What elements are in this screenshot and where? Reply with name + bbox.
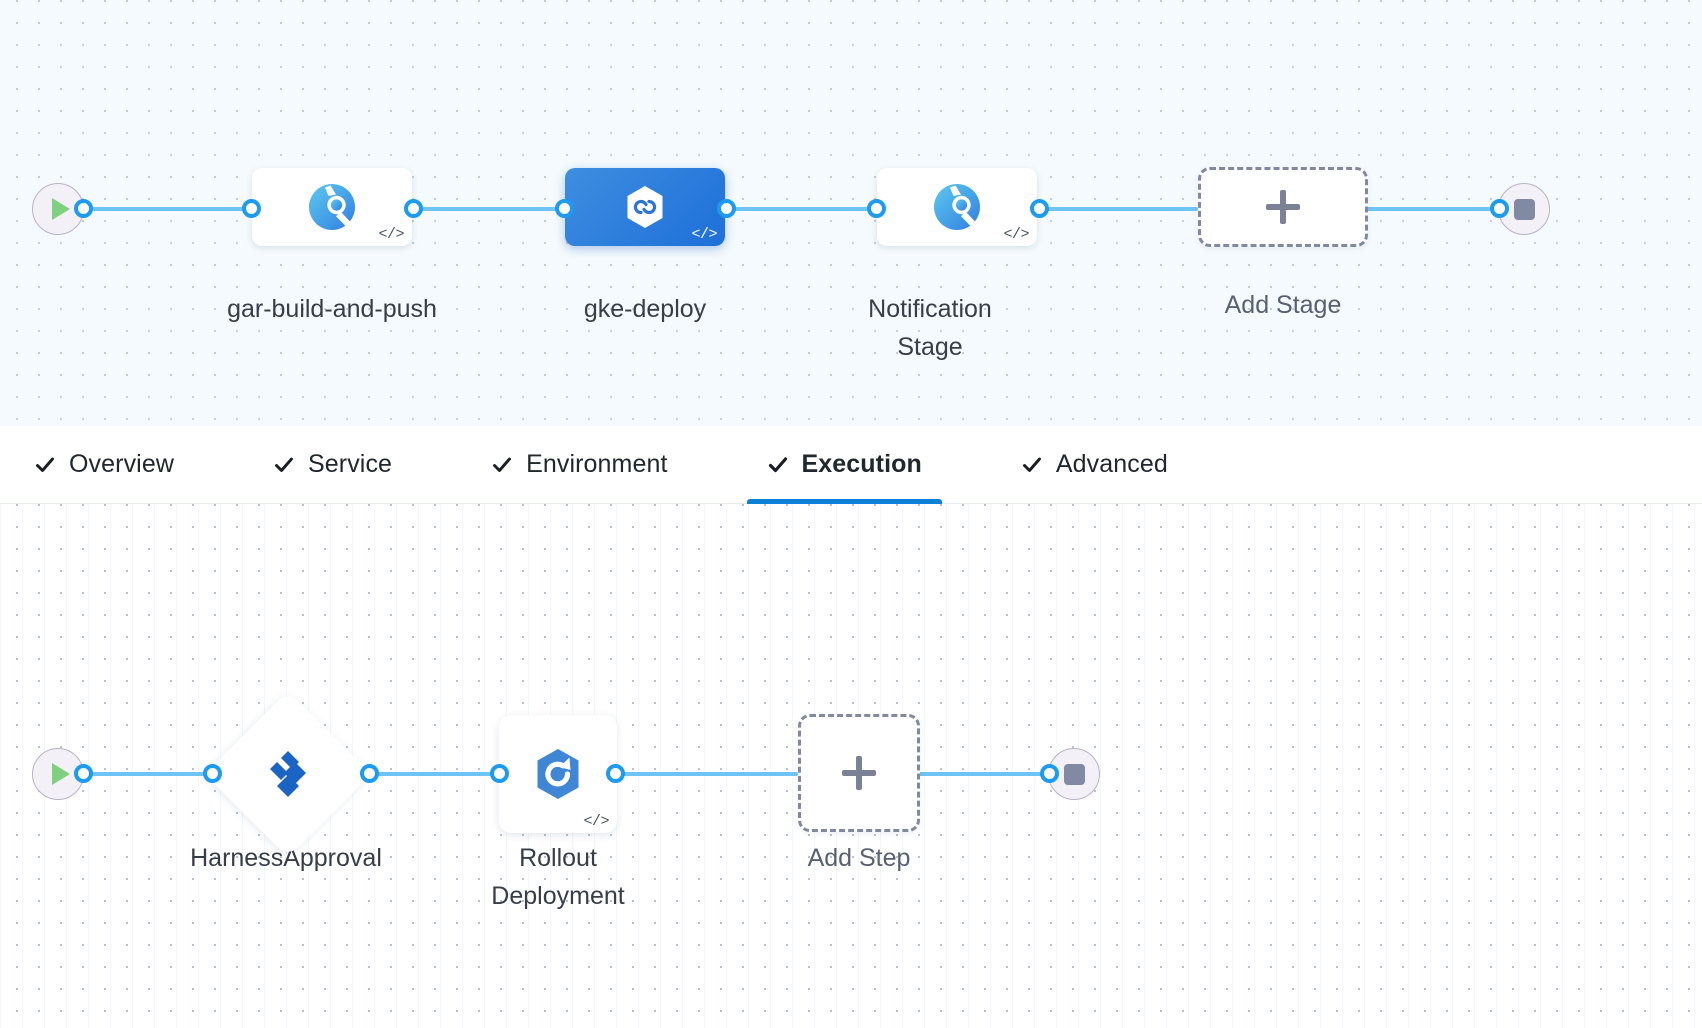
port-stage1-out[interactable] [404,199,423,218]
check-icon [36,457,54,472]
gke-hexagon-icon [627,186,663,228]
port-start-out[interactable] [74,199,93,218]
tab-service[interactable]: Service [263,426,402,504]
stage-node-gar-build-and-push[interactable]: </> [252,168,412,246]
edge-step1-to-step2 [372,772,512,776]
port-step1-in[interactable] [203,764,222,783]
edge-stage3-to-addstage [1018,207,1198,211]
port-stage2-in[interactable] [555,199,574,218]
stage1-code-badge[interactable]: </> [378,226,404,243]
port-stage3-out[interactable] [1030,199,1049,218]
stage-label-gar-build-and-push: gar-build-and-push [227,295,437,323]
stage-config-tabs[interactable]: Overview Service Environment Execution A… [0,426,1702,504]
stage-label-notification-stage: Notification Stage [868,295,992,361]
port-stage2-out[interactable] [717,199,736,218]
edge-stage1-to-stage2 [392,207,568,211]
port-exec-end-in[interactable] [1040,764,1059,783]
port-stage1-in[interactable] [242,199,261,218]
check-icon [275,457,293,472]
edge-start-to-step1 [82,772,230,776]
stage-node-notification-stage[interactable]: </> [877,168,1037,246]
step-label-rollout-deployment: Rollout Deployment [491,844,625,910]
tab-advanced[interactable]: Advanced [1011,426,1178,504]
check-icon [493,457,512,472]
edge-step2-to-addstep [618,772,798,776]
stop-icon [1513,198,1535,220]
plus-icon [1266,190,1300,224]
check-icon [768,456,787,472]
tab-label-service: Service [308,450,393,478]
add-step-button[interactable] [798,714,920,832]
tab-label-advanced: Advanced [1055,450,1168,478]
play-icon [51,198,70,220]
step2-code-badge[interactable]: </> [583,813,609,830]
edge-addstage-to-end [1338,207,1496,211]
execution-graph-canvas[interactable]: HarnessApproval </> Rollout Deployment A… [0,504,1702,1028]
add-step-label: Add Step [807,844,911,872]
step-node-rollout-deployment[interactable]: </> [499,715,617,833]
edge-addstep-to-end [876,772,1046,776]
tab-label-overview: Overview [69,450,174,478]
tab-label-execution: Execution [801,450,922,478]
port-step2-out[interactable] [606,764,625,783]
add-stage-button[interactable] [1198,167,1368,247]
port-step1-out[interactable] [360,764,379,783]
tab-environment[interactable]: Environment [481,426,677,504]
tab-execution[interactable]: Execution [746,426,943,504]
step-node-harness-approval[interactable] [204,690,372,858]
add-stage-label: Add Stage [1224,291,1342,319]
port-stage3-in[interactable] [867,199,886,218]
edge-stage2-to-stage3 [705,207,875,211]
stage-node-gke-deploy[interactable]: </> [565,168,725,246]
stage-label-gke-deploy: gke-deploy [583,295,707,323]
stage-graph-canvas[interactable]: </> gar-build-and-push </> gke-deploy </… [0,0,1702,426]
stop-icon [1063,763,1085,785]
edge-start-to-stage1 [82,207,250,211]
port-end-in[interactable] [1490,199,1509,218]
port-exec-start-out[interactable] [74,764,93,783]
check-icon [1022,457,1041,472]
harness-ci-icon [934,184,980,230]
port-step2-in[interactable] [490,764,509,783]
k8s-rollout-icon [537,749,579,799]
stage2-code-badge[interactable]: </> [691,226,717,243]
harness-ci-icon [309,184,355,230]
stage3-code-badge[interactable]: </> [1003,226,1029,243]
tab-label-environment: Environment [526,450,668,478]
play-icon [51,763,70,785]
plus-icon [842,756,876,790]
tab-overview[interactable]: Overview [24,426,184,504]
